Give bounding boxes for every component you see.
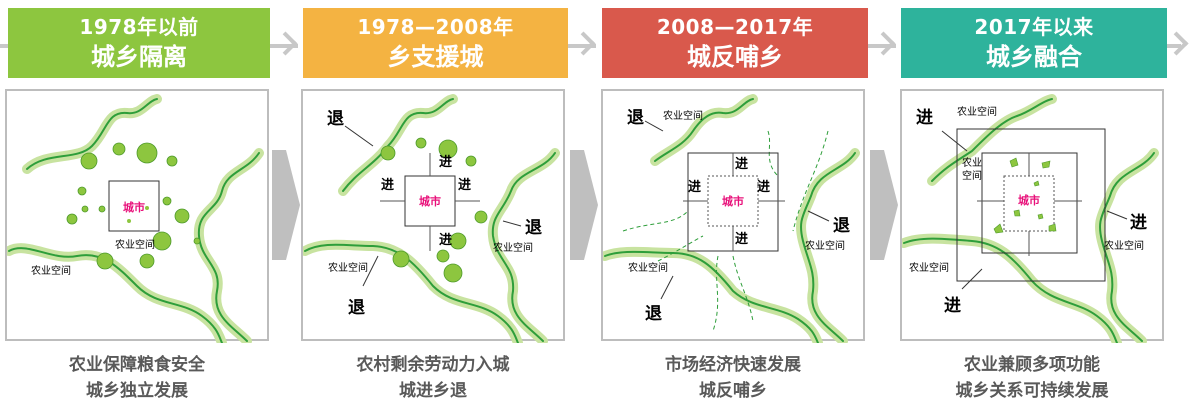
retreat-label: 退: [645, 304, 662, 324]
agri-space-label: 农业空间: [909, 261, 949, 274]
advance-label: 进: [458, 178, 471, 193]
advance-label: 进: [1130, 213, 1147, 233]
agri-space-label: 农业空间: [115, 238, 155, 251]
city-label: 城市: [1018, 193, 1040, 207]
caption-3: 市场经济快速发展 城反哺乡: [601, 352, 865, 404]
diagram-panel-2: 城市 进 进 进 进 退 退 退 农业空间 农业空间: [301, 89, 565, 343]
rivers: [7, 94, 264, 343]
header-connector: [0, 44, 8, 48]
diagram-panel-3: 城市 进 进 进 进 退 农业空间 退 农业空间 退 农业空间: [601, 89, 865, 343]
retreat-label: 退: [327, 109, 344, 129]
stage-header-1: 1978年以前 城乡隔离: [8, 8, 270, 78]
caption-4: 农业兼顾多项功能 城乡关系可持续发展: [900, 352, 1164, 404]
advance-label: 进: [916, 108, 933, 128]
expand-arrows: [380, 153, 480, 251]
header-connector: [1167, 44, 1181, 48]
caption-line1: 市场经济快速发展: [665, 355, 801, 375]
stage-years: 1978年以前: [79, 15, 199, 39]
caption-line1: 农村剩余劳动力入城: [356, 355, 510, 375]
chevron-right-icon: [571, 31, 596, 56]
caption-line1: 农业保障粮食安全: [69, 355, 205, 375]
stage-title: 城乡隔离: [91, 43, 187, 71]
retreat-label: 退: [348, 298, 365, 318]
expand-arrows: [683, 153, 785, 251]
advance-label: 进: [381, 178, 394, 193]
header-connector: [270, 44, 298, 48]
city-box: [108, 180, 160, 232]
chevron-right-icon: [1164, 31, 1189, 56]
retreat-label: 退: [833, 216, 850, 236]
caption-line2: 城进乡退: [399, 381, 467, 401]
stage-title: 城反哺乡: [687, 43, 783, 71]
agri-space-label: 农业空间: [328, 261, 368, 274]
advance-label: 进: [944, 296, 961, 316]
stage-header-3: 2008—2017年 城反哺乡: [602, 8, 868, 78]
advance-label: 进: [439, 233, 452, 248]
rivers: [303, 94, 560, 343]
stage-header-2: 1978—2008年 乡支援城: [303, 8, 568, 78]
agri-space-label: 农业空间: [805, 239, 845, 252]
stage-header-4: 2017年以来 城乡融合: [901, 8, 1167, 78]
rivers: [902, 94, 1159, 343]
diagram-panel-4: 城市 农业空间 进 农业 空间 进 农业空间 农业空间 进: [900, 89, 1164, 343]
chevron-right-icon: [273, 31, 298, 56]
rivers: [603, 94, 860, 343]
stage-years: 2008—2017年: [656, 15, 814, 39]
caption-1: 农业保障粮食安全 城乡独立发展: [5, 352, 269, 404]
city-label: 城市: [123, 200, 145, 214]
agri-space-label: 农业空间: [663, 109, 703, 122]
stage-arrow: [870, 150, 898, 260]
stage-arrow: [272, 150, 300, 260]
advance-label: 进: [688, 180, 701, 195]
caption-line2: 城乡关系可持续发展: [955, 381, 1109, 401]
stage-arrow: [570, 150, 598, 260]
header-connector: [868, 44, 896, 48]
stage-years: 2017年以来: [974, 15, 1094, 39]
agri-space-label: 农业空间: [957, 105, 997, 118]
caption-line2: 城乡独立发展: [86, 381, 188, 401]
stage-years: 1978—2008年: [357, 15, 514, 39]
outer-box: [956, 128, 1106, 282]
retreat-label: 退: [627, 108, 644, 128]
caption-line1: 农业兼顾多项功能: [964, 355, 1100, 375]
city-label: 城市: [419, 194, 441, 208]
agri-space-label: 农业空间: [31, 264, 71, 277]
village-dots: [380, 137, 488, 283]
header-connector: [568, 44, 596, 48]
agri-space-label: 农业空间: [1104, 239, 1144, 252]
advance-label: 进: [439, 155, 452, 170]
diagram-panel-1: 城市 农业空间 农业空间: [5, 89, 269, 343]
village-dots: [66, 142, 201, 270]
agri-space-label: 农业空间: [493, 241, 533, 254]
agri-space-label-line1: 农业: [962, 156, 982, 169]
advance-label: 进: [757, 180, 770, 195]
expand-arrows: [977, 153, 1082, 256]
caption-line2: 城反哺乡: [699, 381, 767, 401]
advance-label: 进: [735, 232, 748, 247]
advance-label: 进: [735, 157, 748, 172]
stage-title: 乡支援城: [387, 43, 484, 71]
agri-space-label-line2: 空间: [962, 169, 982, 182]
agri-space-label: 农业空间: [628, 261, 668, 274]
retreat-label: 退: [525, 218, 542, 238]
green-patches: [993, 157, 1057, 234]
city-label: 城市: [722, 194, 744, 208]
chevron-right-icon: [871, 31, 896, 56]
stage-title: 城乡融合: [986, 43, 1082, 71]
caption-2: 农村剩余劳动力入城 城进乡退: [301, 352, 565, 404]
